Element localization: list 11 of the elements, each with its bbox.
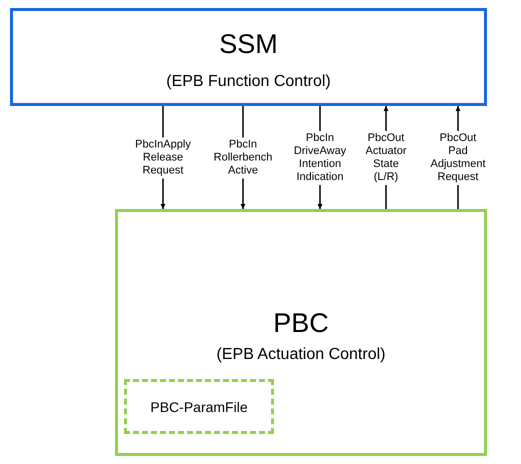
block-subtitle: (EPB Function Control) [165, 73, 332, 92]
edge-label: PbcInApply Release Request [133, 138, 193, 178]
edge-label: PbcOut Pad Adjustment Request [429, 131, 487, 185]
block-title: PBC-ParamFile [149, 399, 249, 416]
function-block [115, 209, 487, 456]
block-subtitle: (EPB Actuation Control) [216, 346, 386, 364]
block-title: PBC [272, 308, 330, 340]
file-box [124, 379, 274, 434]
block-title: SSM [218, 29, 279, 60]
edge-label: PbcIn Rollerbench Active [212, 138, 274, 178]
function-block [10, 8, 487, 106]
